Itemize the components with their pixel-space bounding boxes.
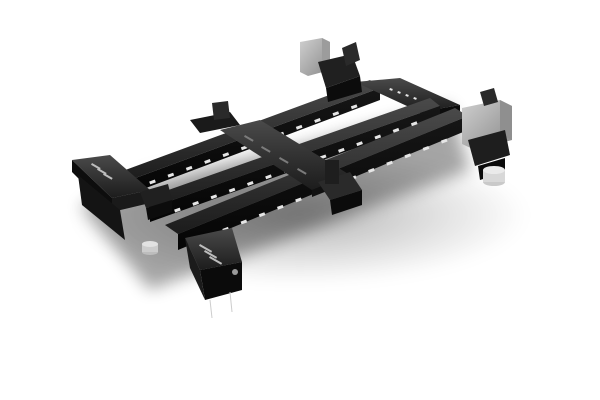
adjustable-feet bbox=[142, 166, 505, 255]
rail-slot bbox=[167, 172, 175, 178]
front-end-bracket bbox=[185, 228, 242, 319]
center-clamp-block bbox=[318, 160, 362, 215]
rail-slot bbox=[174, 207, 181, 213]
rail-slot bbox=[404, 153, 412, 159]
rear-pedestal-clamp bbox=[300, 38, 362, 102]
rail-slot bbox=[265, 174, 272, 180]
rail-slot bbox=[314, 118, 321, 123]
rail-slot bbox=[392, 127, 400, 133]
rail-slot bbox=[192, 200, 199, 206]
foot-right bbox=[483, 166, 505, 186]
rail-slot bbox=[185, 165, 193, 171]
rail-slot bbox=[295, 197, 302, 203]
rail-slot bbox=[338, 147, 345, 153]
rail-slot bbox=[204, 159, 211, 164]
right-pedestal-clamp bbox=[462, 88, 512, 180]
rail-slot bbox=[240, 219, 248, 225]
left-end-bracket bbox=[72, 155, 150, 240]
foot-left bbox=[142, 241, 158, 255]
rail-slot bbox=[210, 194, 218, 200]
rail-slot bbox=[276, 204, 284, 210]
left-rail-clamp bbox=[140, 184, 172, 220]
rail-slot bbox=[258, 212, 266, 218]
rail-slot bbox=[222, 152, 230, 158]
rail-slot bbox=[368, 168, 375, 173]
rail-slot bbox=[356, 141, 363, 147]
rail-slot bbox=[350, 104, 358, 110]
rail-slot bbox=[332, 111, 340, 117]
rail-slot bbox=[374, 134, 382, 140]
rail-slot bbox=[295, 124, 303, 130]
rail-slot bbox=[386, 160, 393, 166]
rail-slot bbox=[149, 179, 156, 185]
rail-slot bbox=[410, 121, 418, 127]
rail-slot bbox=[422, 145, 430, 151]
rail-slot bbox=[228, 187, 236, 193]
rail-slot bbox=[246, 181, 254, 186]
rail-slot bbox=[440, 138, 448, 144]
